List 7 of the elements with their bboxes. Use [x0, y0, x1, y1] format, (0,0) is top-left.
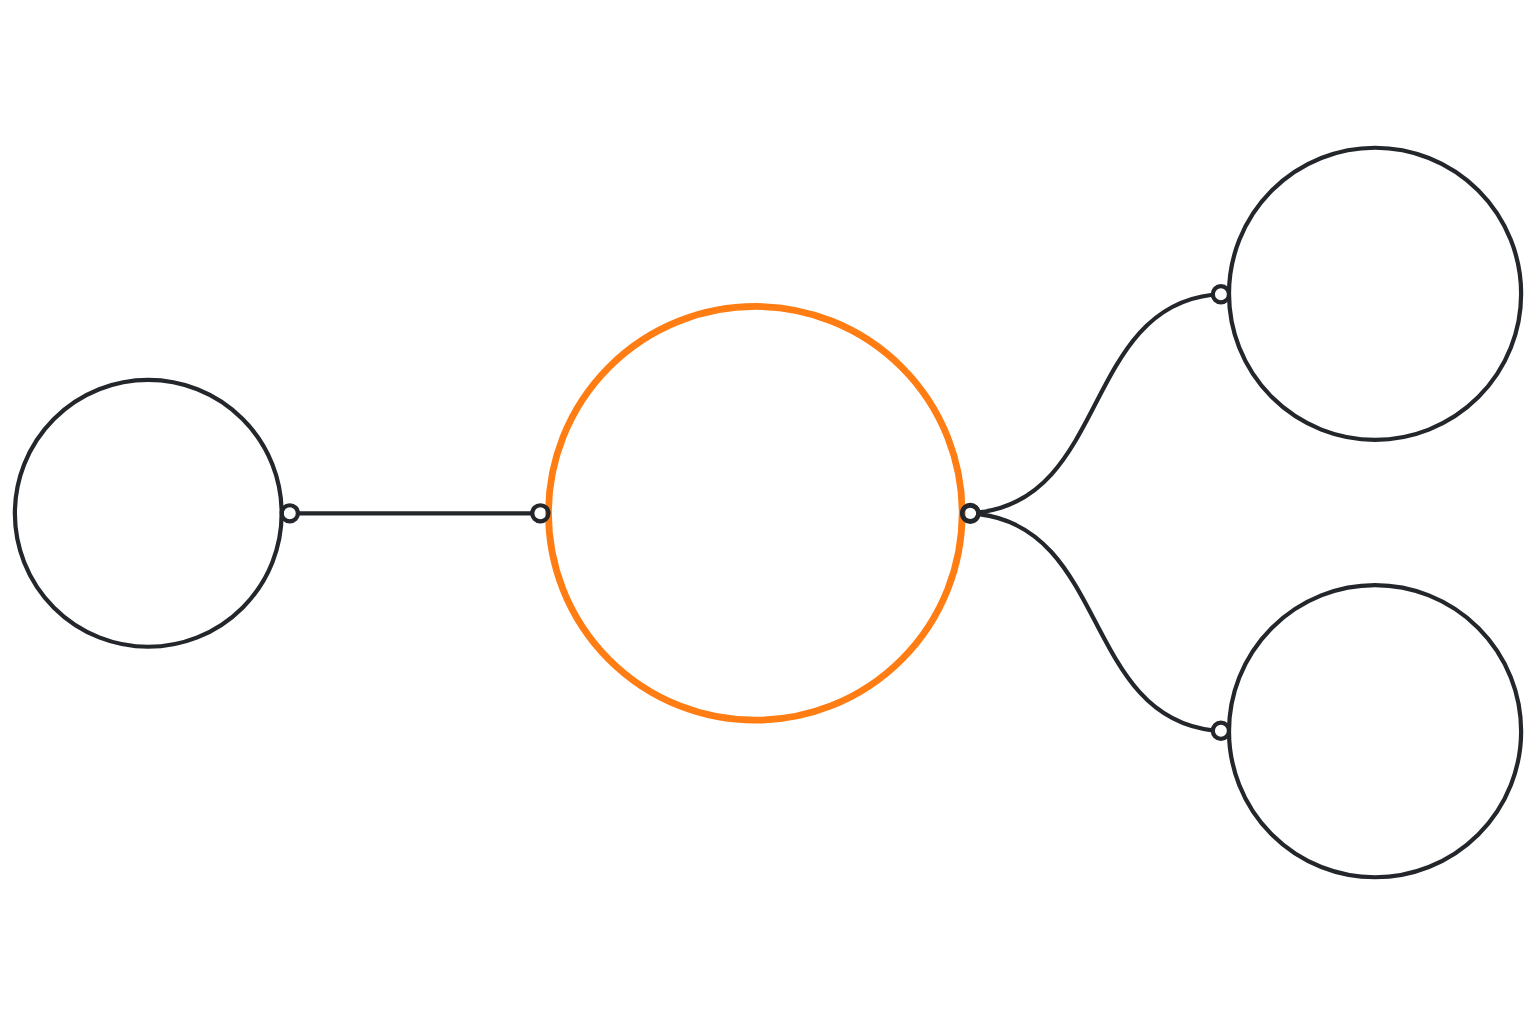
- node-circle: [1226, 145, 1524, 442]
- connector: [279, 502, 551, 524]
- node-circle: [12, 377, 284, 649]
- connector: [960, 503, 1232, 741]
- node-circle: [1226, 582, 1524, 879]
- node-circle: [545, 302, 966, 724]
- connector: [960, 283, 1232, 523]
